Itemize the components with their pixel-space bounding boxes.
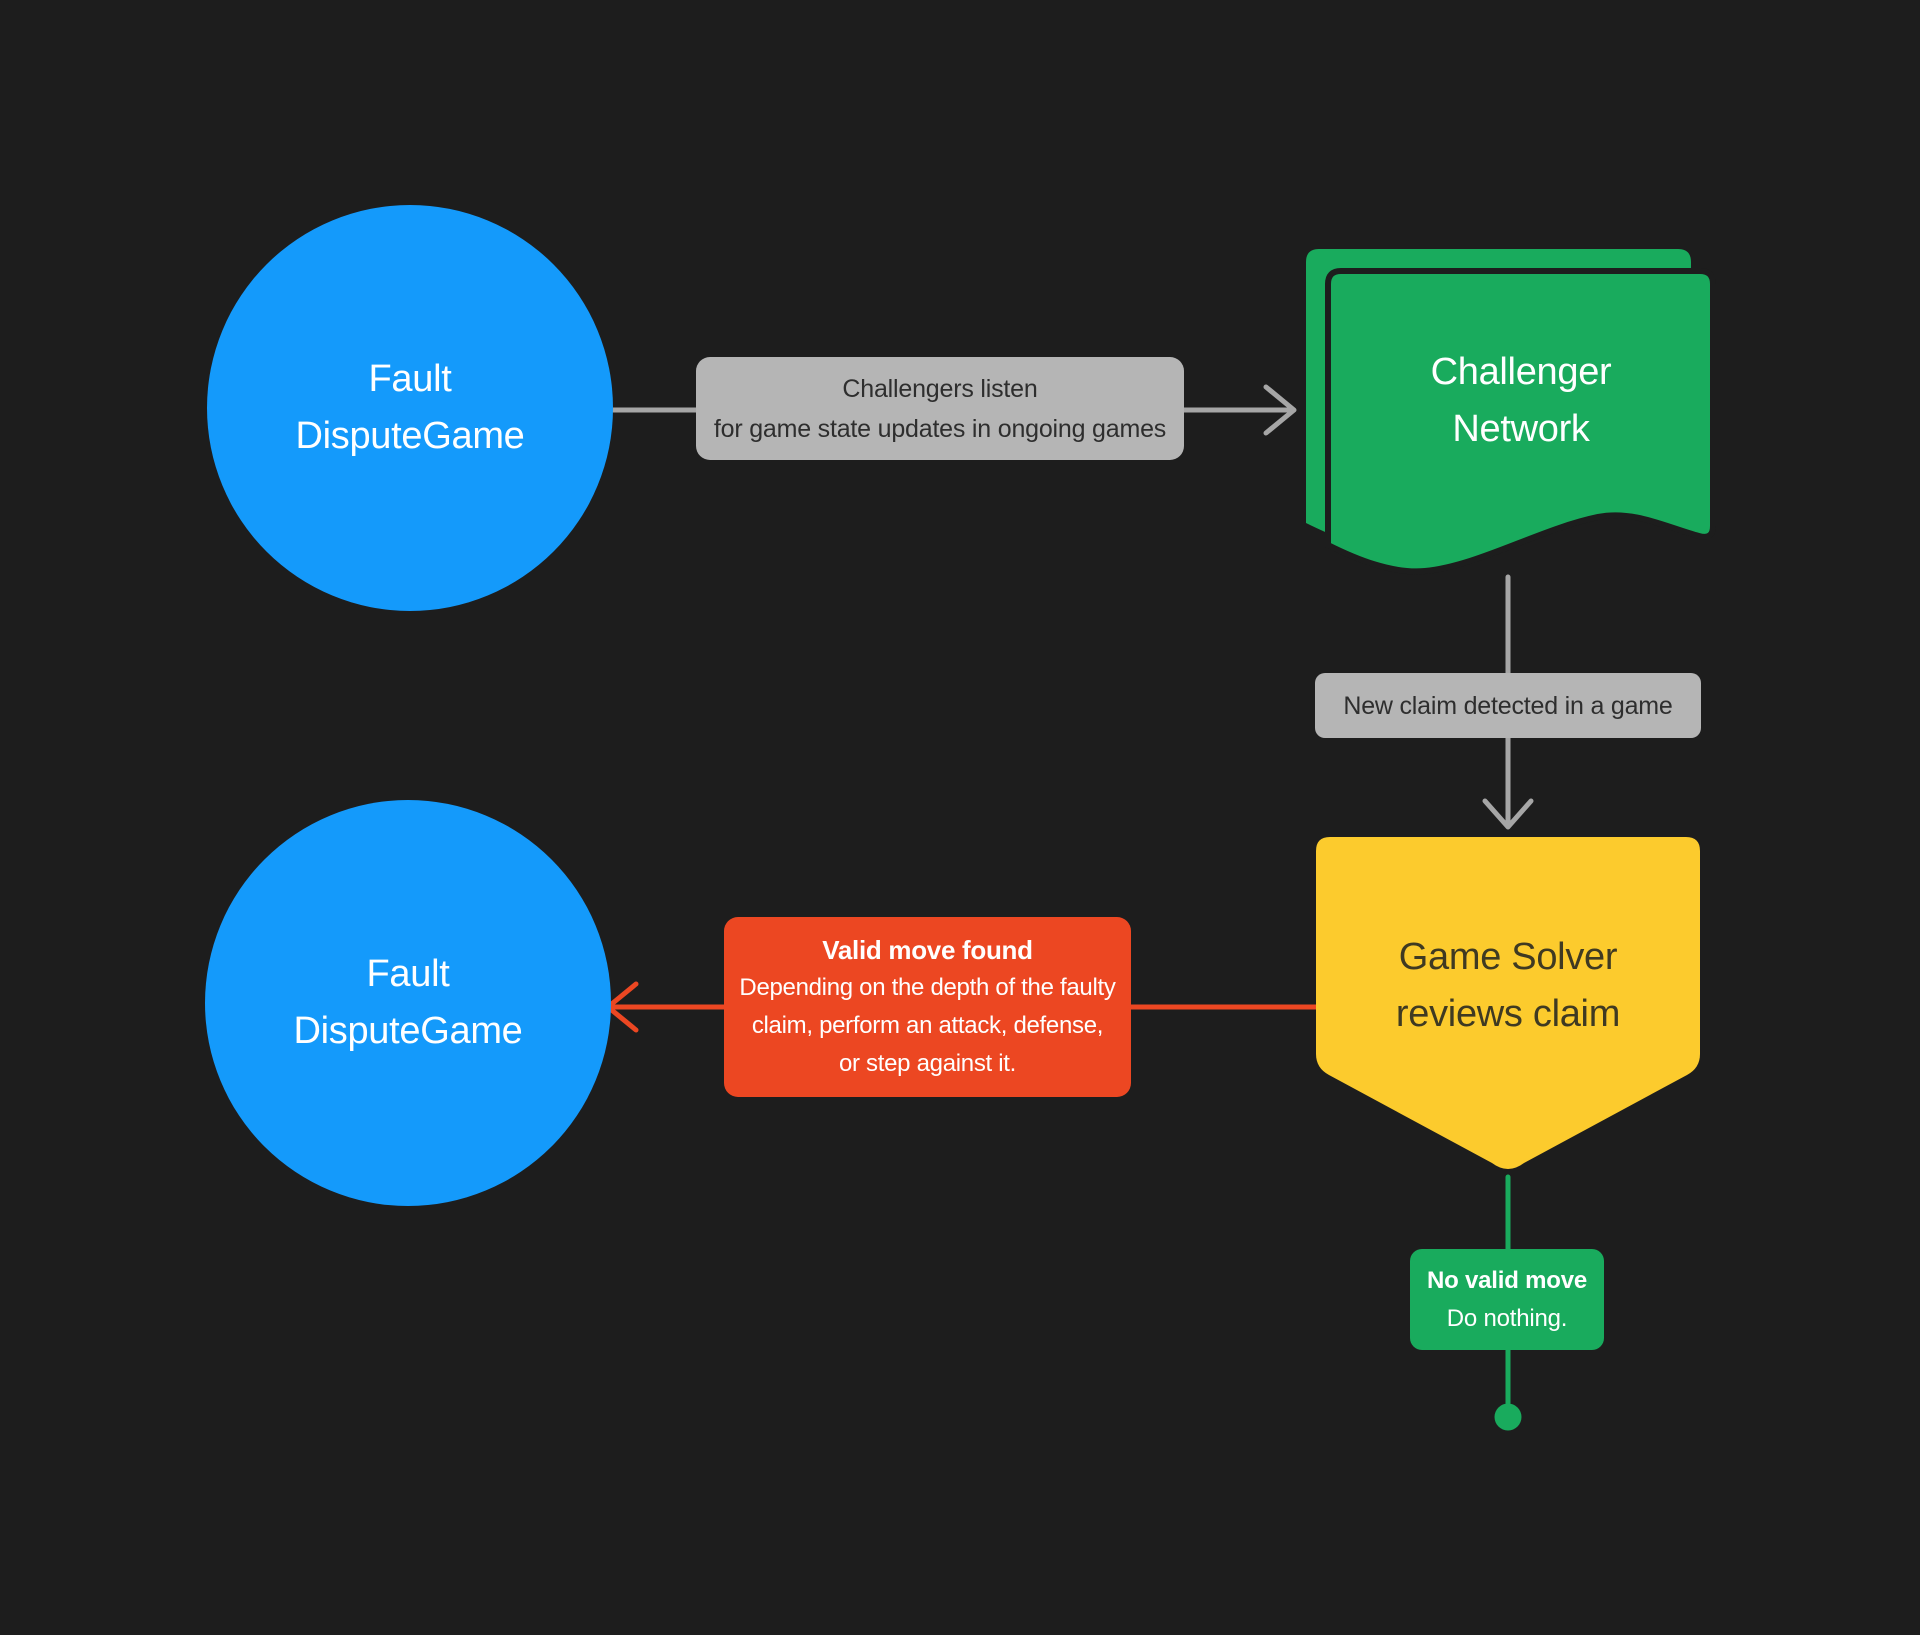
listen-arrowhead-icon: [1263, 384, 1297, 436]
edge-label-listen-text: Challengers listen for game state update…: [713, 374, 1167, 443]
pentagon-shape: [1316, 837, 1700, 1169]
valid-move-body: Depending on the depth of the faulty cla…: [739, 974, 1116, 1077]
node-fault-dispute-game-top: Fault DisputeGame: [207, 205, 613, 611]
edge-label-valid-move: Valid move found Depending on the depth …: [724, 917, 1131, 1097]
node-fault-dispute-game-top-label: Fault DisputeGame: [295, 358, 525, 457]
no-valid-move-title: No valid move: [1426, 1266, 1588, 1294]
valid-move-title: Valid move found: [822, 935, 1033, 965]
flag-front-shape: [1325, 268, 1716, 575]
no-valid-move-body: Do nothing.: [1446, 1304, 1568, 1332]
edge-label-no-valid-move: No valid move Do nothing.: [1410, 1249, 1604, 1350]
node-challenger-network-label: Challenger Network: [1430, 351, 1612, 450]
new-claim-arrowhead-icon: [1482, 798, 1534, 830]
no-valid-move-endpoint-dot: [1494, 1403, 1522, 1431]
edge-label-new-claim: New claim detected in a game: [1315, 673, 1701, 738]
edge-label-new-claim-text: New claim detected in a game: [1343, 691, 1673, 720]
node-fault-dispute-game-bottom-label: Fault DisputeGame: [293, 953, 523, 1052]
node-fault-dispute-game-bottom: Fault DisputeGame: [205, 800, 611, 1206]
node-game-solver-label: Game Solver reviews claim: [1395, 936, 1621, 1035]
edge-label-listen: Challengers listen for game state update…: [696, 357, 1184, 460]
